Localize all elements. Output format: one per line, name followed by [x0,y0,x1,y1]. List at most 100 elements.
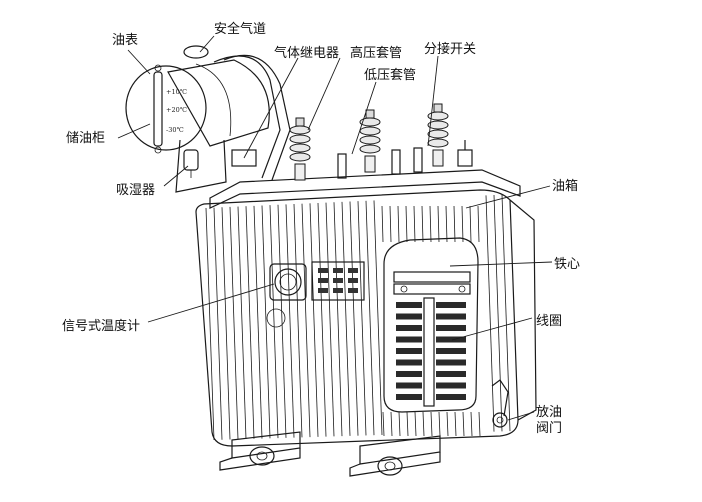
label-winding: 线圈 [536,314,562,329]
radiator-fin [405,205,408,243]
bushing-shed [359,117,381,127]
nameplate-cell [333,278,343,283]
gauge-scale-mid: +20℃ [166,106,187,114]
bushing-shed [427,111,449,121]
nameplate-cell [333,288,343,293]
bushing-shed [359,135,381,145]
conservator: +10℃ +20℃ -30℃ [125,45,291,193]
lv-bushings [337,147,423,179]
radiator-fin [437,205,440,243]
radiator-fin [325,202,335,437]
bushing-shed [289,152,311,162]
radiator-fin [438,411,441,437]
nameplate-cell [318,268,328,273]
radiator-fin [365,200,375,436]
nameplate-cell [348,278,358,283]
radiator-fin [221,207,231,440]
coil-turn-left [396,336,422,343]
hv-bushings [289,103,449,181]
radiator-fin [445,205,448,243]
label-gas-relay: 气体继电器 [274,45,339,61]
radiator-fin [453,205,456,243]
label-hv-bushing: 高压套管 [350,45,402,61]
label-iron-core: 铁心 [554,257,580,272]
bushing-shed [427,138,449,148]
label-oil-tank: 油箱 [552,178,578,194]
radiator-fin [422,411,425,437]
labels: 油表 安全气道 气体继电器 高压套管 低压套管 分接开关 储油柜 吸湿器 油箱 … [62,21,580,436]
bushing-shed [427,120,449,130]
radiator-fin [285,204,295,438]
coil-turn-right [436,325,466,331]
leader-lines [117,35,553,421]
coil-turn-left [396,382,422,389]
coil-turn-left [396,325,422,331]
radiator-fin [381,205,384,243]
label-tap-switch: 分接开关 [424,41,476,57]
tap-switch [457,140,473,167]
label-conservator: 储油柜 [66,131,105,146]
nameplate-cell [348,268,358,273]
radiator-fin [205,207,215,441]
radiator-fin [293,204,303,438]
coil-turn-right [436,359,466,366]
radiator-fin [406,411,409,437]
breather [183,149,199,178]
radiator-fin [389,205,392,243]
radiator-fin [213,207,223,440]
label-drain-valve-2: 阀门 [536,421,562,436]
radiator-fin [485,195,495,432]
coil-turn-right [436,348,466,354]
bushing-cap [433,103,443,113]
nameplate-cell [318,288,328,293]
label-drain-valve-1: 放油 [536,405,562,420]
radiator-fin [477,205,480,243]
radiator-fin [309,203,319,437]
radiator-fin [357,201,367,436]
radiator-fin [398,411,401,437]
coil-turn-left [396,348,422,354]
radiator-fin [414,411,417,437]
radiator-fin [245,206,255,439]
coil-turn-left [396,394,422,400]
radiator-fin [301,203,311,438]
radiator-fin [429,205,432,243]
radiator-fin [454,411,457,437]
bushing-stem [294,163,306,181]
radiator-fin [277,204,287,438]
signal-thermometer [266,263,307,328]
bushing-shed [359,126,381,136]
label-thermometer: 信号式温度计 [62,318,140,334]
base-rails [219,431,441,477]
coil-turn-right [436,382,466,389]
tank-body [195,169,537,447]
gauge-scale-top: +10℃ [166,88,187,96]
radiator-fin [382,411,385,437]
label-breather: 吸湿器 [116,183,155,198]
bushing-shed [289,125,311,135]
radiator-fin [229,206,239,440]
bushing-stem [432,149,444,167]
bushing-shed [427,129,449,139]
radiator-fin [461,205,464,243]
radiator-fin [446,411,449,437]
radiator-fin [470,411,473,437]
radiator-fin [413,205,416,243]
coil-turn-right [436,302,466,308]
nameplate-cell [318,278,328,283]
radiator-fin [341,201,351,436]
bushing-stem [364,155,376,173]
radiator-fin [269,205,279,439]
coil-turn-left [396,313,422,320]
bushing-cap [295,117,305,127]
radiator-fin [421,205,424,243]
nameplate-cell [348,288,358,293]
radiator-fin [493,195,503,432]
coil-turn-left [396,359,422,366]
nameplate-cell [333,268,343,273]
radiator-fin [430,411,433,437]
radiator-fin [317,202,327,437]
radiator-fin [501,194,511,432]
radiator-fin [349,201,359,436]
